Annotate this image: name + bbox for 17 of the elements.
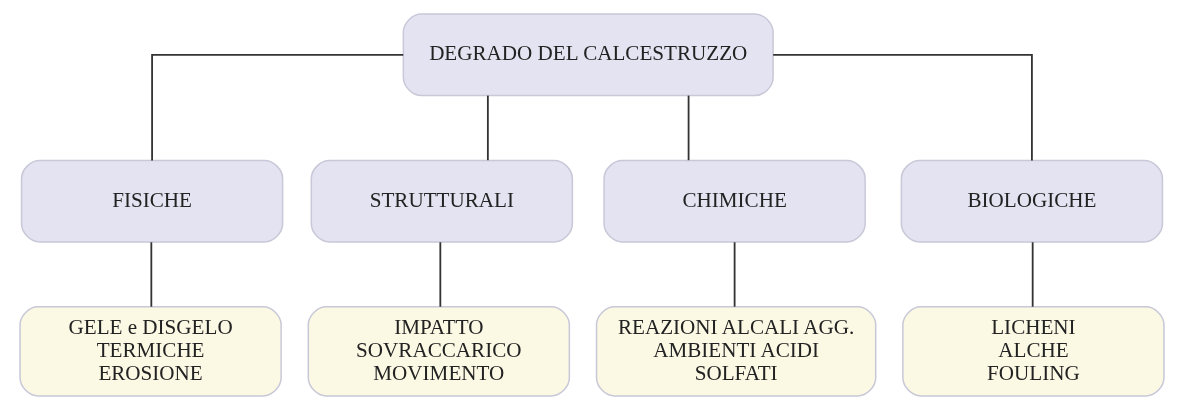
connector [486,94,489,162]
connector [687,94,690,162]
node-box: DEGRADO DEL CALCESTRUZZO [402,13,774,97]
node-box: BIOLOGICHE [900,159,1164,243]
connector [1031,241,1034,308]
connector [439,241,442,308]
node-box: CHIMICHE [603,159,866,243]
node-box: GELE e DISGELO TERMICHE EROSIONE [19,306,282,397]
node-box: IMPATTO SOVRACCARICO MOVIMENTO [307,306,571,397]
connector [733,241,736,308]
connector [772,53,1033,162]
node-box: REAZIONI ALCALI AGG. AMBIENTI ACIDI SOLFATI [595,306,877,397]
node-box: FISICHE [20,159,284,243]
node-box: LICHENI ALCHE FOULING [902,306,1165,397]
connector [150,241,153,308]
node-box: STRUTTURALI [310,159,574,243]
connector [151,53,405,162]
